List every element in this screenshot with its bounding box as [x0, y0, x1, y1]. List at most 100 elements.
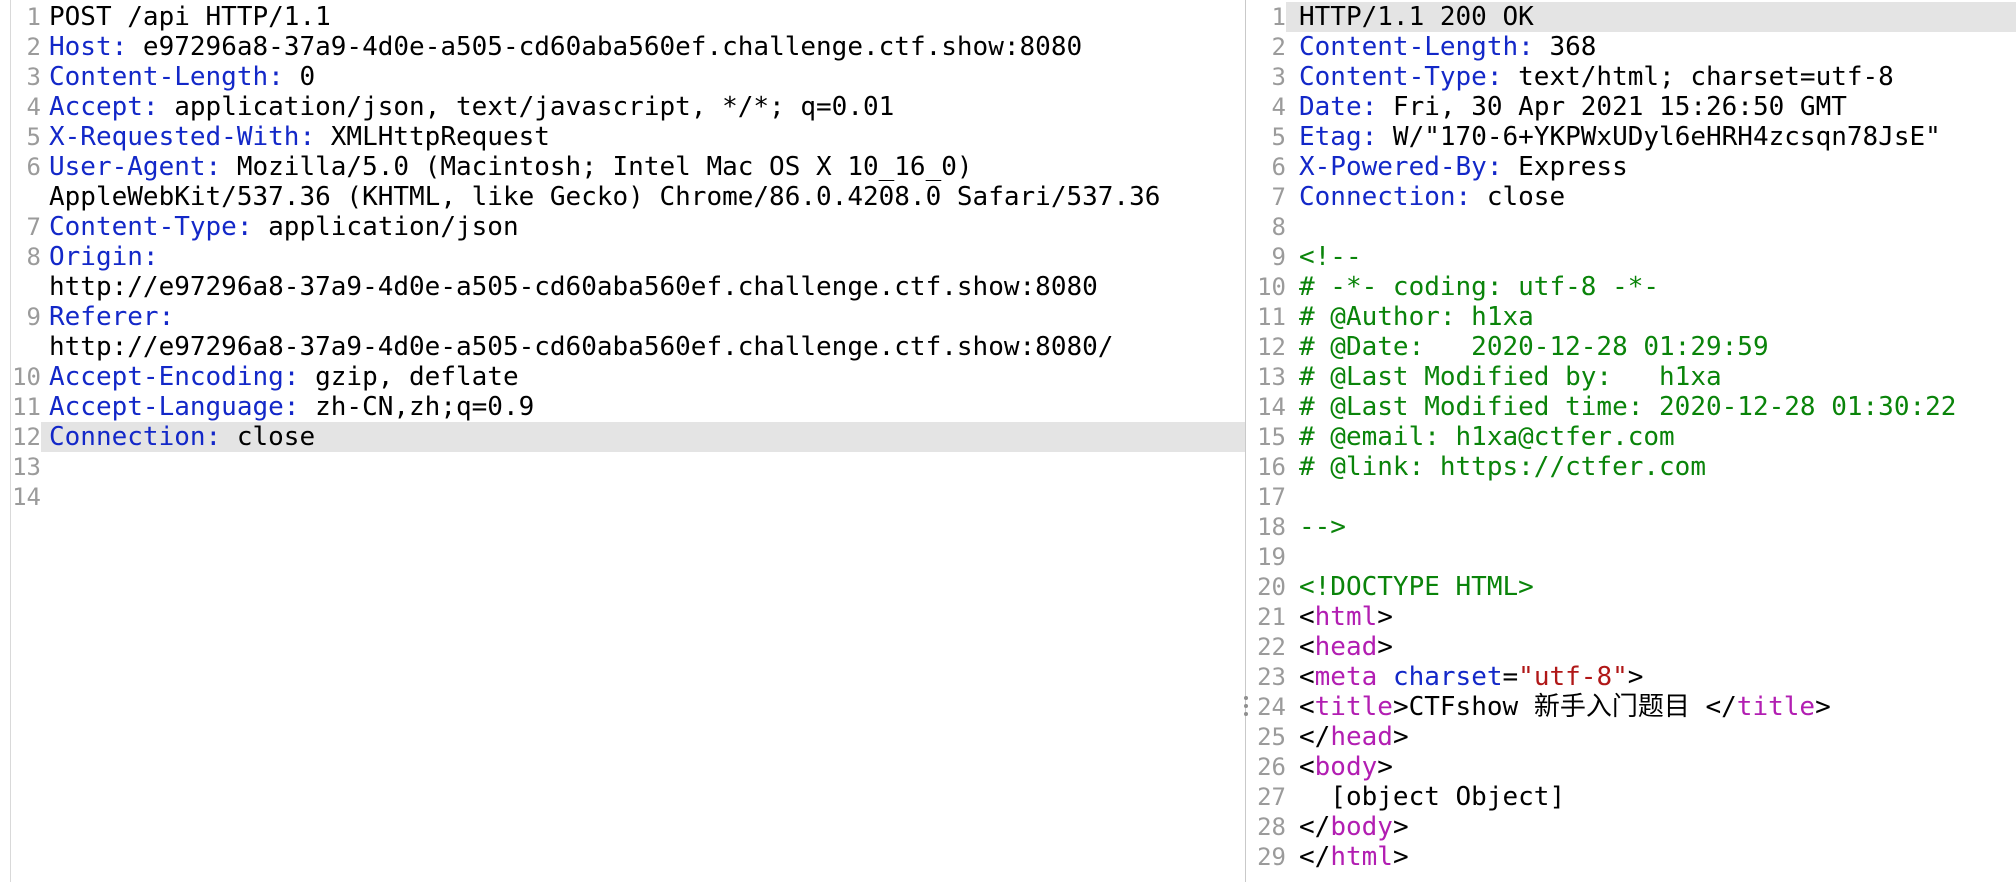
code-text: X-Powered-By: Express: [1286, 152, 2016, 182]
code-line[interactable]: 19: [1246, 542, 2016, 572]
code-line[interactable]: 12# @Date: 2020-12-28 01:29:59: [1246, 332, 2016, 362]
code-line[interactable]: 8: [1246, 212, 2016, 242]
comment-token: # @Last Modified by: h1xa: [1299, 362, 1722, 392]
line-number: 4: [26, 93, 41, 121]
text-token: zh-CN,zh;q=0.9: [299, 392, 535, 422]
code-text: Content-Length: 368: [1286, 32, 2016, 62]
pane-splitter-handle[interactable]: [1243, 696, 1248, 716]
tag-name-token: meta: [1314, 662, 1378, 692]
code-line[interactable]: 21<html>: [1246, 602, 2016, 632]
header-name-token: Date:: [1299, 92, 1378, 122]
line-number: 22: [1257, 633, 1286, 661]
code-line[interactable]: 18-->: [1246, 512, 2016, 542]
code-line[interactable]: 17: [1246, 482, 2016, 512]
code-line[interactable]: 23<meta charset="utf-8">: [1246, 662, 2016, 692]
comment-token: <!DOCTYPE HTML>: [1299, 572, 1534, 602]
line-number: 1: [26, 3, 41, 31]
code-line[interactable]: 20<!DOCTYPE HTML>: [1246, 572, 2016, 602]
line-number: 25: [1257, 723, 1286, 751]
text-token: e97296a8-37a9-4d0e-a505-cd60aba560ef.cha…: [127, 32, 1083, 62]
line-number: 6: [1271, 153, 1286, 181]
tag-name-token: body: [1330, 812, 1393, 842]
code-text: Etag: W/"170-6+YKPWxUDyl6eHRH4zcsqn78JsE…: [1286, 122, 2016, 152]
code-text: # @Last Modified time: 2020-12-28 01:30:…: [1286, 392, 2016, 422]
code-text: [1286, 542, 2016, 572]
line-number: 14: [1257, 393, 1286, 421]
line-number: 21: [1257, 603, 1286, 631]
code-line[interactable]: 13# @Last Modified by: h1xa: [1246, 362, 2016, 392]
text-token: Fri, 30 Apr 2021 15:26:50 GMT: [1377, 92, 1847, 122]
text-token: CTFshow 新手入门题目: [1408, 692, 1706, 722]
code-line[interactable]: 13: [11, 452, 1245, 482]
punctuation-token: =: [1502, 662, 1519, 692]
code-line[interactable]: 28</body>: [1246, 812, 2016, 842]
header-name-token: Content-Length:: [49, 62, 284, 92]
code-line[interactable]: 29</html>: [1246, 842, 2016, 872]
code-line-continuation[interactable]: http://e97296a8-37a9-4d0e-a505-cd60aba56…: [11, 272, 1245, 302]
code-text: </body>: [1286, 812, 2016, 842]
code-line[interactable]: 14: [11, 482, 1245, 512]
code-text: -->: [1286, 512, 2016, 542]
line-number: 5: [1271, 123, 1286, 151]
tag-name-token: html: [1314, 602, 1378, 632]
code-text: Host: e97296a8-37a9-4d0e-a505-cd60aba560…: [41, 32, 1245, 62]
punctuation-token: </: [1299, 722, 1331, 752]
code-line[interactable]: 15# @email: h1xa@ctfer.com: [1246, 422, 2016, 452]
string-token: "utf-8": [1518, 662, 1628, 692]
code-text: # @Last Modified by: h1xa: [1286, 362, 2016, 392]
line-number: 6: [26, 153, 41, 181]
header-name-token: Origin:: [49, 242, 159, 272]
text-token: application/json: [252, 212, 519, 242]
code-line[interactable]: 14# @Last Modified time: 2020-12-28 01:3…: [1246, 392, 2016, 422]
code-text: [object Object]: [1286, 782, 2016, 812]
code-text: HTTP/1.1 200 OK: [1286, 2, 2016, 32]
text-token: XMLHttpRequest: [315, 122, 550, 152]
comment-token: # -*- coding: utf-8 -*-: [1299, 272, 1660, 302]
code-line[interactable]: 22<head>: [1246, 632, 2016, 662]
pane-divider[interactable]: [1243, 0, 1248, 882]
header-name-token: Accept-Language:: [49, 392, 300, 422]
punctuation-token: <: [1299, 662, 1315, 692]
code-line-continuation[interactable]: http://e97296a8-37a9-4d0e-a505-cd60aba56…: [11, 332, 1245, 362]
code-line[interactable]: 16# @link: https://ctfer.com: [1246, 452, 2016, 482]
code-line[interactable]: 26<body>: [1246, 752, 2016, 782]
code-line[interactable]: 11# @Author: h1xa: [1246, 302, 2016, 332]
code-line[interactable]: 25</head>: [1246, 722, 2016, 752]
header-name-token: Accept:: [49, 92, 159, 122]
line-number: 10: [12, 363, 41, 391]
code-line[interactable]: 9<!--: [1246, 242, 2016, 272]
line-number: 15: [1257, 423, 1286, 451]
line-number: 29: [1257, 843, 1286, 871]
tag-name-token: head: [1330, 722, 1393, 752]
punctuation-token: <: [1299, 632, 1315, 662]
line-number: 2: [26, 33, 41, 61]
code-line-continuation[interactable]: AppleWebKit/537.36 (KHTML, like Gecko) C…: [11, 182, 1245, 212]
code-text: Content-Type: application/json: [41, 212, 1245, 242]
code-line[interactable]: 24<title>CTFshow 新手入门题目 </title>: [1246, 692, 2016, 722]
punctuation-token: >: [1377, 752, 1393, 782]
code-line[interactable]: 10# -*- coding: utf-8 -*-: [1246, 272, 2016, 302]
text-token: http://e97296a8-37a9-4d0e-a505-cd60aba56…: [49, 272, 1098, 302]
code-line[interactable]: 27 [object Object]: [1246, 782, 2016, 812]
